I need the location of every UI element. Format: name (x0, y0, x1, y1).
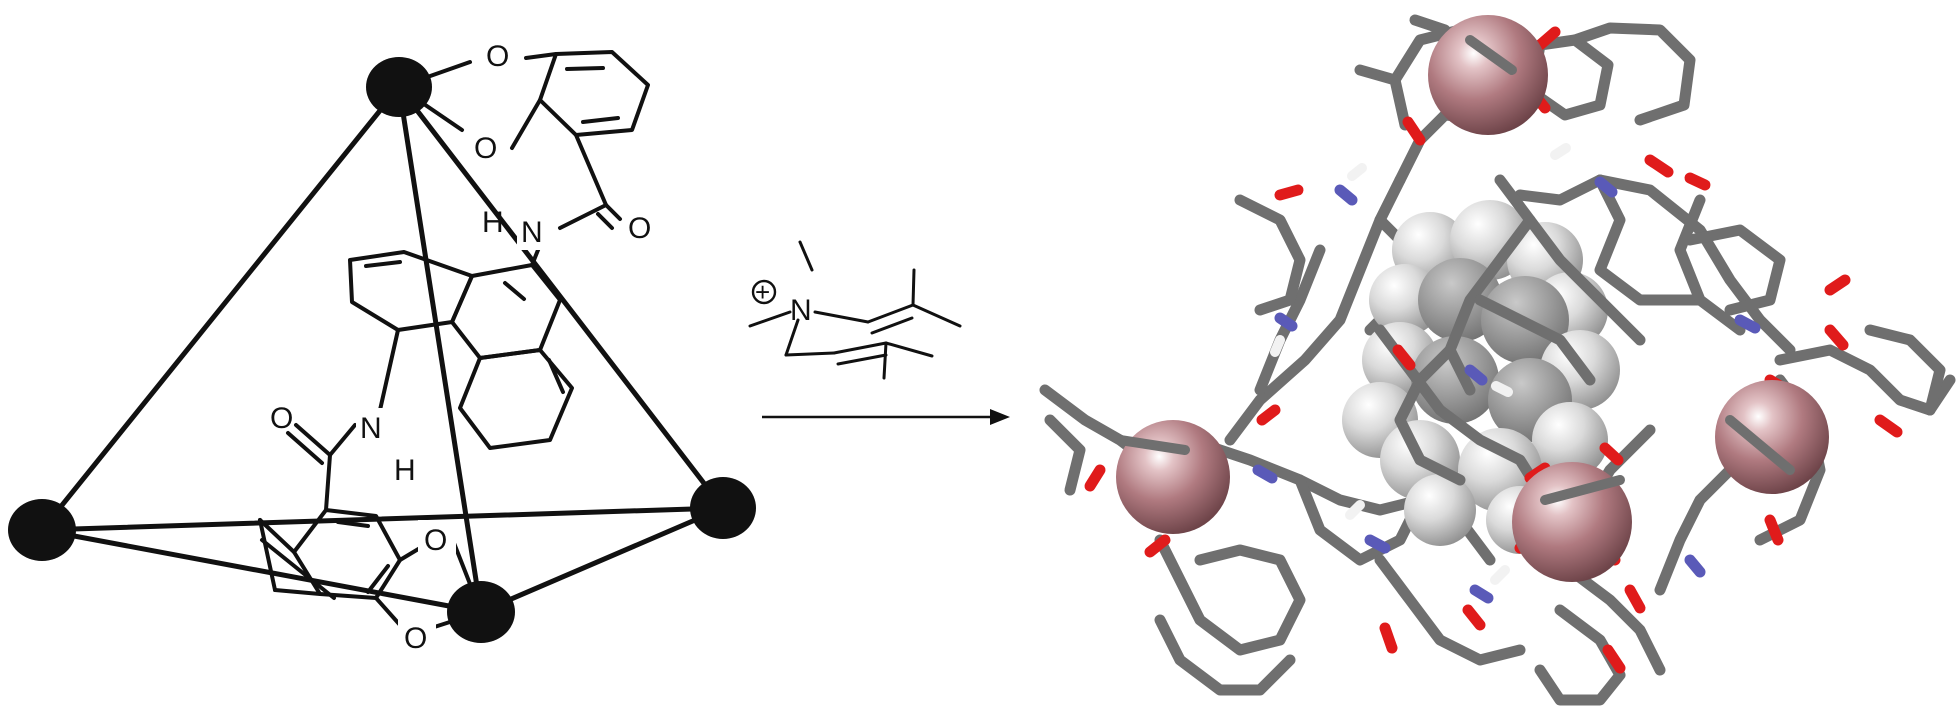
cage-framework-foreground (1115, 35, 1795, 505)
hydrogen-atoms (1270, 143, 1571, 585)
atom-o: O (270, 402, 293, 435)
atom-o: O (486, 40, 509, 73)
reaction-arrow (762, 409, 1010, 425)
metal-vertices (1116, 15, 1829, 582)
vertex-left (8, 499, 76, 561)
atom-o: O (424, 524, 447, 557)
arrow-head-icon (990, 409, 1010, 425)
metal-atom-bottom (1512, 462, 1632, 582)
metal-atom-top (1428, 15, 1548, 135)
guest-molecule: + N (748, 240, 962, 380)
vertex-top (366, 57, 432, 117)
host-guest-model (1039, 14, 1956, 706)
atom-n: N (521, 216, 543, 249)
cage-framework-front (1234, 174, 1746, 506)
atom-o: O (474, 132, 497, 165)
atom-o: O (628, 212, 651, 245)
guest-n-label: N (790, 294, 812, 327)
tetrahedron-vertices (8, 57, 756, 643)
atom-o: O (404, 622, 427, 655)
tetrahedron-edges (39, 84, 726, 615)
atom-labels: O O H N O O N H O O (270, 36, 651, 656)
tetrahedron-schematic: O O H N O O N H O O (8, 36, 756, 656)
guest-spacefill (1342, 200, 1620, 554)
vertex-right (690, 477, 756, 539)
metal-atom-right (1715, 380, 1829, 494)
atom-h: H (482, 206, 504, 239)
atom-n: N (360, 412, 382, 445)
positive-charge-icon (751, 279, 777, 305)
nitrogen-atoms (1252, 176, 1761, 604)
vertex-bottom (447, 581, 515, 643)
atom-h: H (394, 454, 416, 487)
charge-label: + (755, 277, 770, 307)
